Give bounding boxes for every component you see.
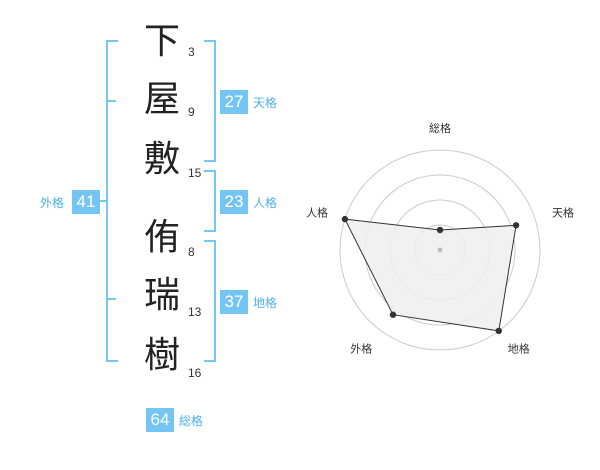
radar-point-5: [341, 215, 349, 223]
stroke-count-3: 15: [188, 166, 202, 180]
stroke-count-2: 9: [188, 105, 195, 119]
chikaku-label: 地格: [253, 296, 278, 310]
radar-axis-label: 外格: [350, 342, 372, 356]
radar-axis-label: 地格: [508, 342, 530, 356]
name-char-2: 屋: [143, 79, 180, 120]
name-char-5: 瑞: [143, 275, 180, 316]
gaikaku-value: 41: [72, 190, 100, 214]
chikaku-value: 37: [220, 290, 248, 314]
gaikaku-label: 外格: [40, 196, 65, 210]
gaikaku-tick-1: [106, 100, 116, 102]
name-char-3: 敷: [143, 139, 180, 180]
name-char-6: 樹: [143, 335, 180, 376]
radar-point-3: [495, 327, 502, 335]
soukaku-value: 64: [146, 408, 174, 432]
name-char-1: 下: [143, 21, 180, 62]
radar-axis-label: 人格: [306, 205, 328, 219]
stroke-count-6: 16: [188, 366, 202, 380]
jinkaku-label: 人格: [253, 196, 278, 210]
gaikaku-bracket: [106, 40, 118, 362]
soukaku-label: 総格: [179, 414, 204, 428]
radar-ring: [339, 149, 541, 351]
gaikaku-tick-2: [106, 298, 116, 300]
name-char-4: 侑: [143, 217, 180, 258]
radar-point-1: [436, 226, 444, 234]
radar-axis-label: 天格: [552, 205, 574, 219]
tenkaku-bracket: [204, 40, 216, 162]
jinkaku-bracket: [204, 170, 216, 232]
gaikaku-connector: [96, 200, 106, 202]
radar-point-4: [389, 311, 397, 318]
radar-center: [437, 247, 443, 253]
tenkaku-label: 天格: [253, 96, 278, 110]
stroke-count-4: 8: [188, 245, 195, 259]
tenkaku-value: 27: [220, 90, 248, 114]
radar-area: [344, 218, 517, 332]
radar-axis-label: 総格: [429, 121, 451, 135]
radar-point-2: [512, 222, 520, 229]
chikaku-bracket: [204, 240, 216, 362]
jinkaku-value: 23: [220, 190, 248, 214]
stroke-count-5: 13: [188, 305, 202, 319]
stroke-count-1: 3: [188, 45, 195, 59]
